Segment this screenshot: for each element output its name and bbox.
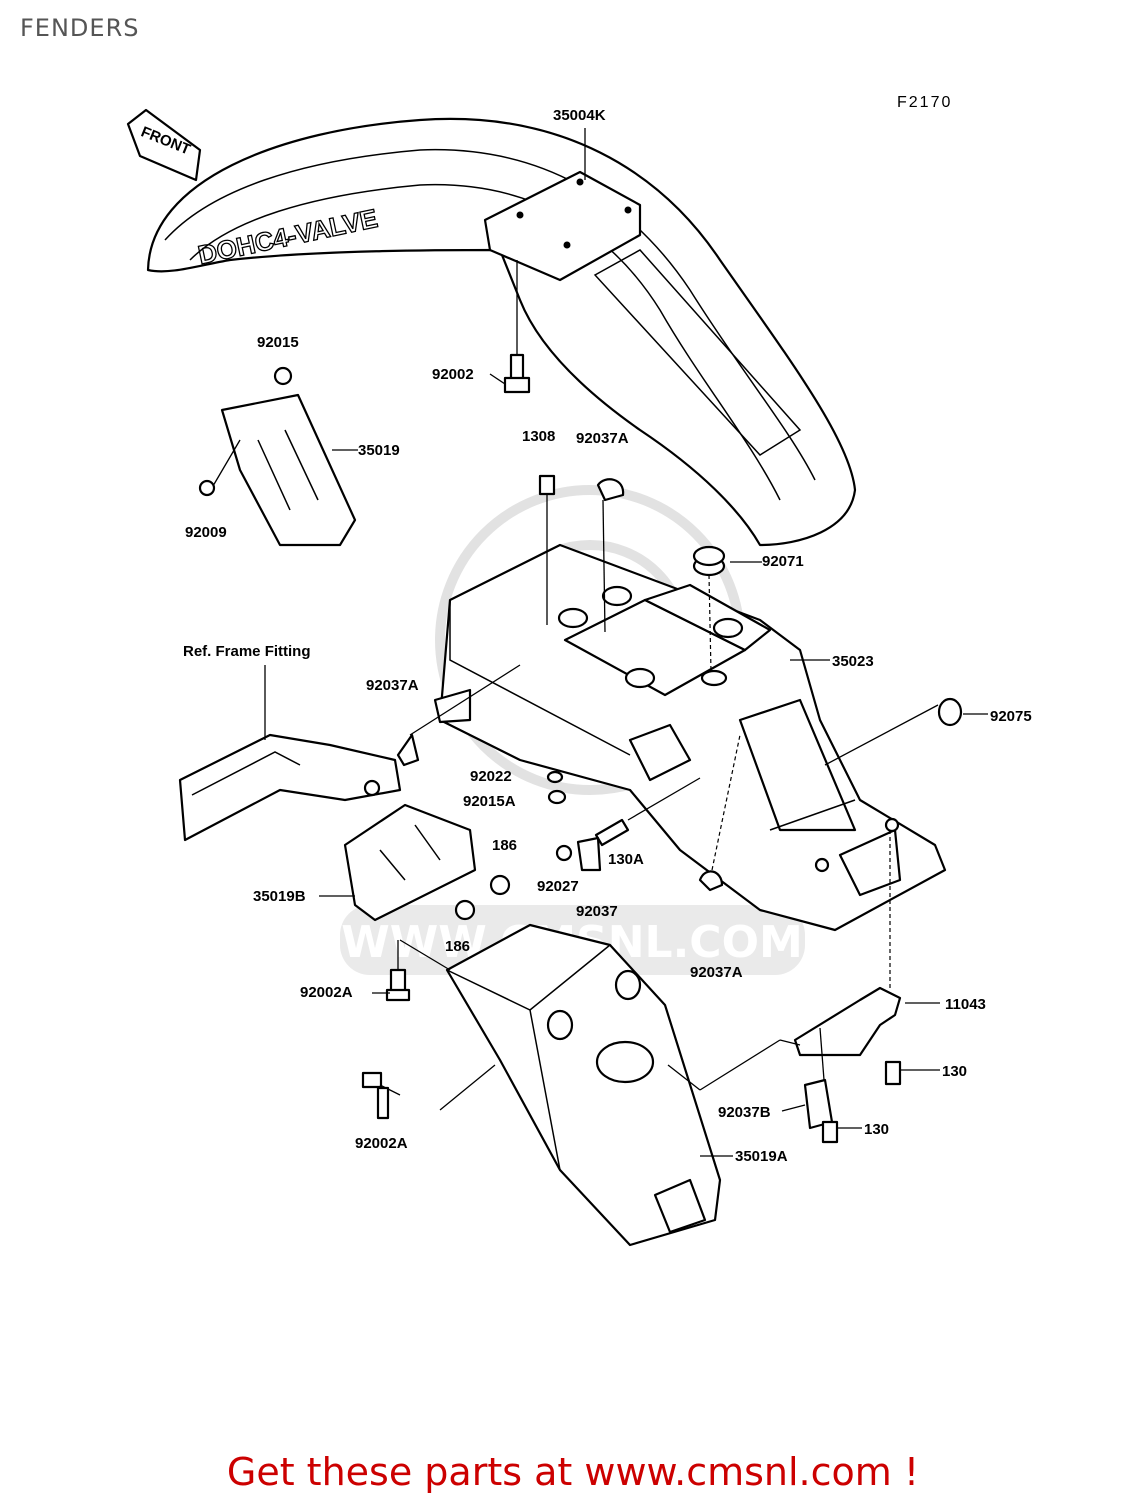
clip-92037 — [555, 836, 602, 872]
label-186-upper: 186 — [492, 837, 517, 854]
label-130A: 130A — [608, 851, 644, 868]
connector-lines — [399, 128, 801, 1111]
label-35019B: 35019B — [253, 888, 306, 905]
label-92037A-top: 92037A — [576, 430, 629, 447]
label-35023: 35023 — [832, 653, 874, 670]
label-130-upper: 130 — [942, 1063, 967, 1080]
bolt-130-upper — [884, 1060, 940, 1086]
label-92027: 92027 — [537, 878, 579, 895]
bolt-92002A-upper — [385, 940, 411, 1002]
figure-code: F2170 — [897, 94, 952, 111]
label-130-lower: 130 — [864, 1121, 889, 1138]
bolt-1308 — [538, 474, 556, 625]
label-35004K: 35004K — [553, 107, 606, 124]
label-92002A-upper: 92002A — [300, 984, 353, 1001]
bracket-35019B — [343, 803, 511, 922]
label-92009: 92009 — [185, 524, 227, 541]
label-92037: 92037 — [576, 903, 618, 920]
label-92037A-left: 92037A — [366, 677, 419, 694]
bolt-92002A-lower — [361, 1071, 401, 1120]
washer-92015A — [547, 789, 567, 805]
label-92015A: 92015A — [463, 793, 516, 810]
label-92002A-lower: 92002A — [355, 1135, 408, 1152]
clip-92037A-top — [596, 478, 625, 633]
label-1308: 1308 — [522, 428, 555, 445]
label-35019A: 35019A — [735, 1148, 788, 1165]
page-title: FENDERS — [20, 14, 140, 42]
label-92015: 92015 — [257, 334, 299, 351]
label-35019: 35019 — [358, 442, 400, 459]
frame-bracket — [178, 665, 402, 842]
bolt-130-lower — [821, 1120, 862, 1144]
grommet-92071 — [692, 545, 726, 673]
label-92022: 92022 — [470, 768, 512, 785]
label-92002: 92002 — [432, 366, 474, 383]
label-92037A-bottom: 92037A — [690, 964, 743, 981]
label-11043: 11043 — [945, 996, 986, 1013]
nut-92022 — [546, 770, 564, 784]
rear-flap — [445, 923, 722, 1247]
label-92037B: 92037B — [718, 1104, 771, 1121]
label-92075: 92075 — [990, 708, 1032, 725]
label-186-lower: 186 — [445, 938, 470, 955]
bolt-92002 — [503, 260, 531, 394]
cap-92075 — [824, 697, 963, 766]
rear-fender — [433, 543, 947, 932]
clip-92037A-left — [396, 664, 521, 767]
label-92071: 92071 — [762, 553, 804, 570]
front-arrow: FRONT — [126, 108, 202, 182]
footer-link[interactable]: Get these parts at www.cmsnl.com ! — [226, 1450, 920, 1494]
front-fender: DOHC4-VALVE — [146, 117, 857, 547]
bolt-130A — [594, 777, 701, 847]
ref-frame-fitting: Ref. Frame Fitting — [183, 643, 311, 660]
clip-92037A-bottom — [698, 734, 741, 892]
fork-guard — [198, 366, 357, 547]
